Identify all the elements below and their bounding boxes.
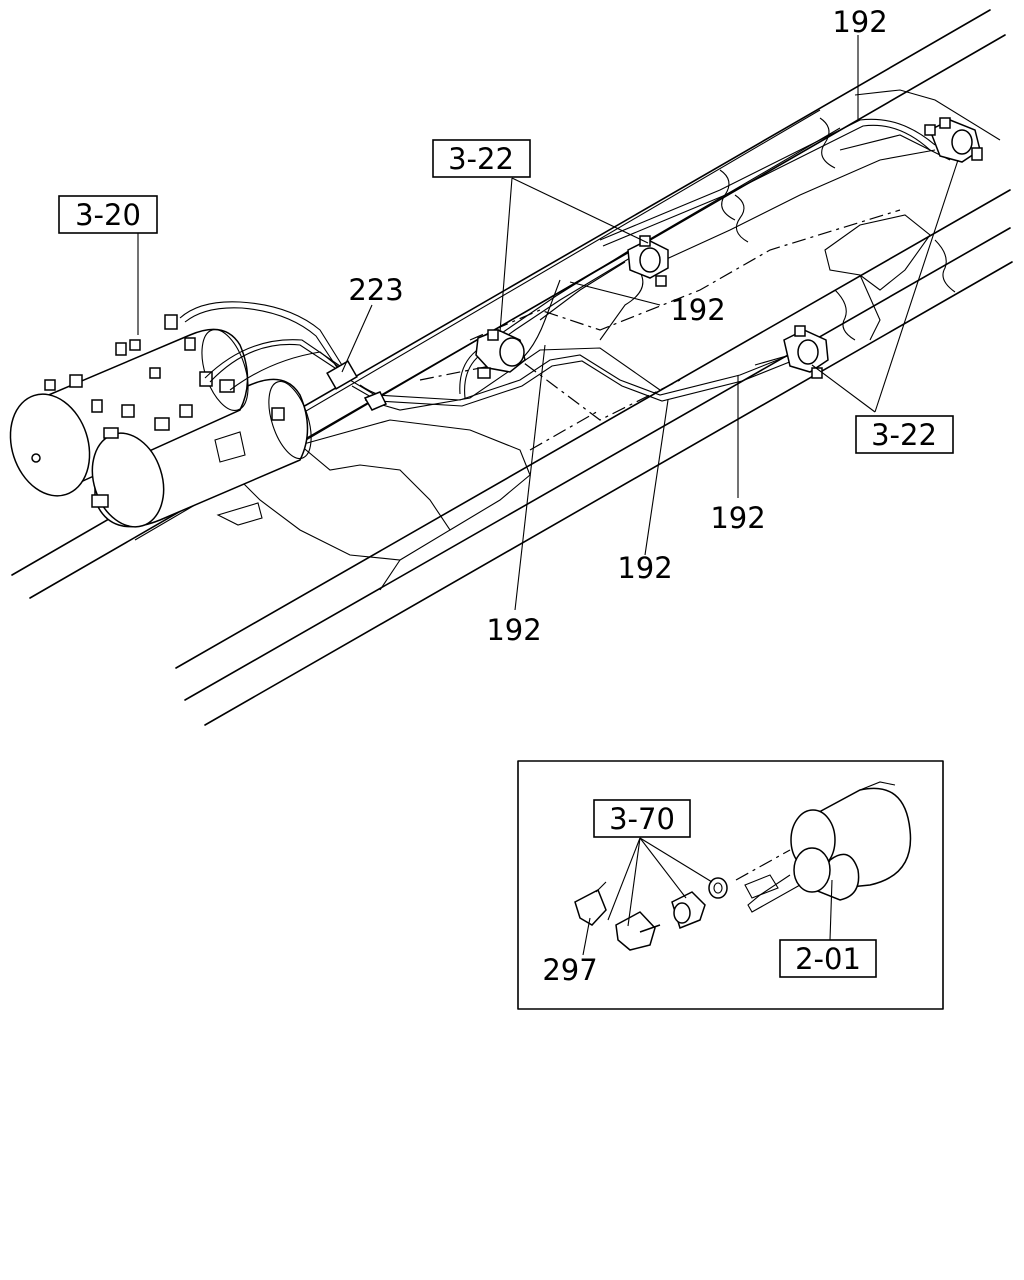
ref-3-70-label: 3-70: [609, 802, 675, 836]
part-192-top-label: 192: [832, 5, 887, 39]
ref-2-01-label: 2-01: [795, 942, 861, 976]
ref-box-2-01: [779, 939, 877, 978]
ref-box-3-20: [58, 195, 158, 234]
air-tanks: [9, 314, 312, 528]
part-192-mid-label: 192: [670, 293, 725, 327]
part-192-right-label: 192: [710, 501, 765, 535]
ref-box-3-70: [593, 799, 691, 838]
inset-detail: 3-70 2-01 297: [517, 760, 944, 1010]
part-192-left-label: 192: [486, 613, 541, 647]
air-pipes: [179, 118, 936, 411]
ref-3-22-right-label: 3-22: [871, 418, 937, 452]
ref-3-22-top-label: 3-22: [448, 142, 514, 176]
valves: [326, 117, 983, 411]
ref-box-3-22-top: [432, 139, 531, 178]
part-297-label: 297: [542, 953, 597, 987]
leader-lines: [137, 35, 959, 611]
part-192-center-label: 192: [617, 551, 672, 585]
part-223-label: 223: [348, 273, 403, 307]
ref-box-3-22-right: [855, 415, 954, 454]
ref-3-20-label: 3-20: [75, 198, 141, 232]
